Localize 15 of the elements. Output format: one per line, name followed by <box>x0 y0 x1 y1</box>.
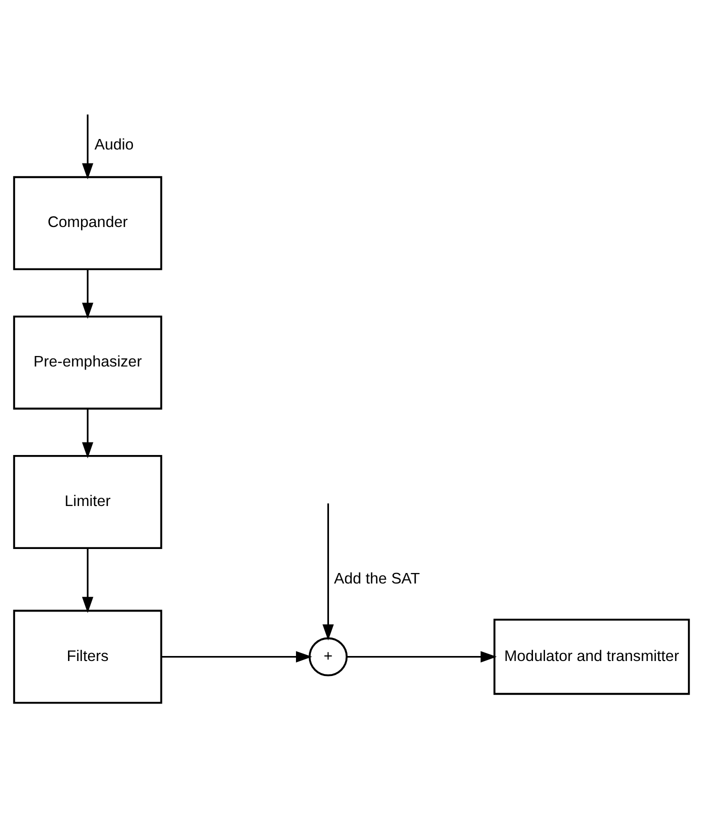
node-box: Filters <box>12 610 162 704</box>
node-box: Compander <box>12 176 162 270</box>
node-box: Pre-emphasizer <box>12 316 162 410</box>
arrow <box>82 408 93 458</box>
arrow <box>82 114 93 180</box>
arrow <box>322 503 334 640</box>
arrow <box>82 548 93 613</box>
arrow <box>160 651 312 662</box>
edge-label: Add the SAT <box>334 570 420 588</box>
node-box: Limiter <box>12 455 162 550</box>
arrow <box>346 651 496 662</box>
arrow <box>82 269 93 319</box>
edge-label: Audio <box>94 136 134 154</box>
node-circle: + <box>308 637 348 676</box>
node-box: Modulator and transmitter <box>493 618 690 695</box>
